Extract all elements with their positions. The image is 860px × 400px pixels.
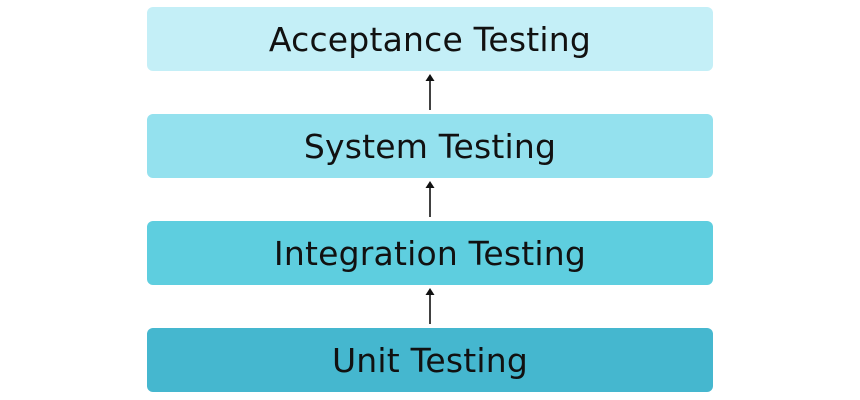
system-testing-label: System Testing	[303, 126, 557, 166]
integration-testing-box: Integration Testing	[147, 221, 713, 285]
up-arrow-icon	[425, 74, 435, 110]
acceptance-testing-box: Acceptance Testing	[147, 7, 713, 71]
system-testing-box: System Testing	[147, 114, 713, 178]
up-arrow-icon	[425, 288, 435, 324]
unit-testing-label: Unit Testing	[331, 340, 529, 380]
integration-testing-label: Integration Testing	[273, 233, 587, 273]
acceptance-testing-label: Acceptance Testing	[268, 19, 592, 59]
up-arrow-icon	[425, 181, 435, 217]
unit-testing-box: Unit Testing	[147, 328, 713, 392]
